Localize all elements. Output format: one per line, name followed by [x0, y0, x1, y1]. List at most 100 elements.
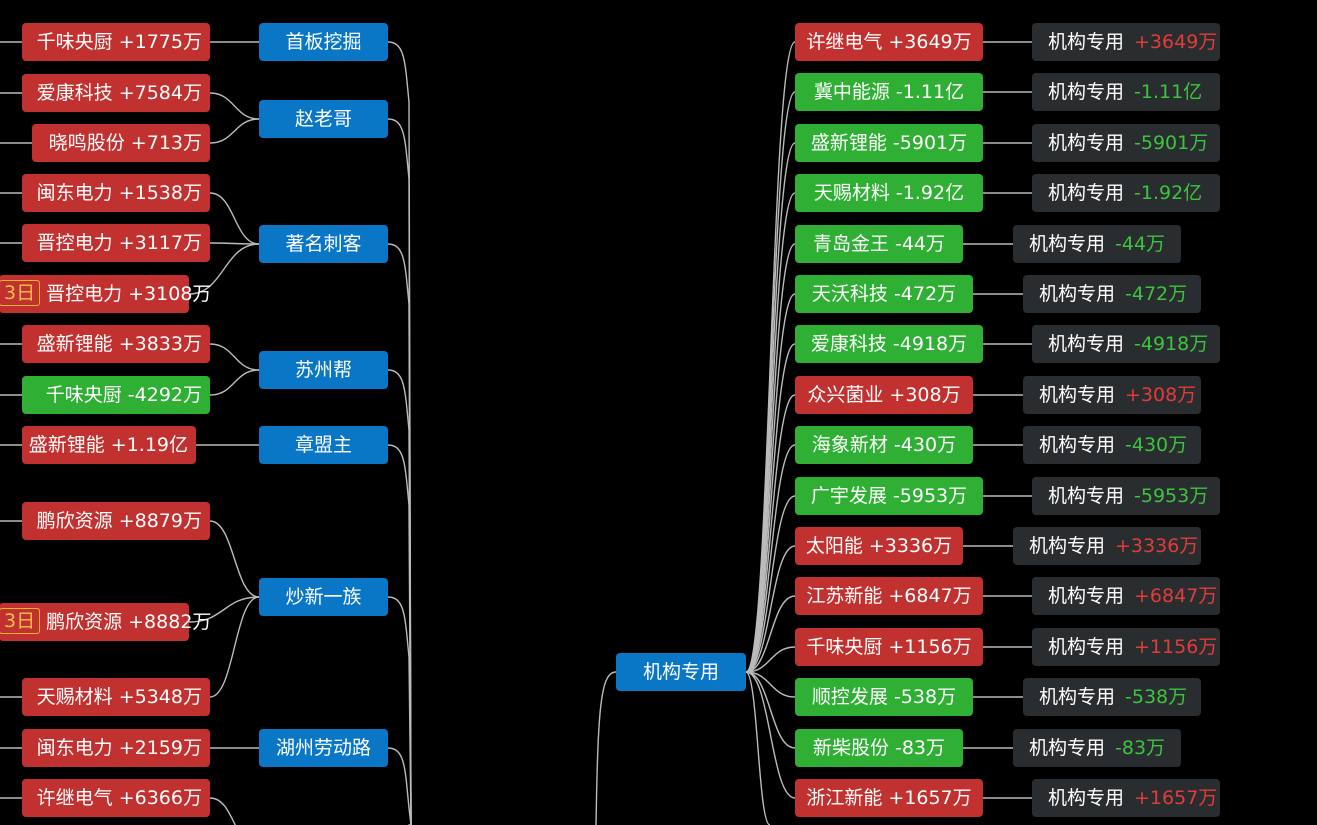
- stock-node[interactable]: 海象新材 -430万: [795, 426, 973, 464]
- stock-node[interactable]: 爱康科技 -4918万: [795, 325, 983, 363]
- seat-amount: -472万: [1125, 283, 1188, 305]
- group-seat-node[interactable]: 章盟主: [259, 426, 388, 464]
- stock-node[interactable]: 浙江新能 +1657万: [795, 779, 983, 817]
- stock-leaf[interactable]: 闽东电力 +1538万: [22, 174, 210, 212]
- stock-leaf-label: 千味央厨 +1775万: [36, 31, 202, 53]
- seat-bus-link: [387, 243, 412, 825]
- stock-node-label: 江苏新能 +6847万: [806, 585, 972, 607]
- seat-label-node[interactable]: 机构专用+308万: [1023, 376, 1201, 414]
- stock-node-label: 青岛金王 -44万: [812, 233, 946, 255]
- center-stock-link: [745, 343, 796, 673]
- stock-leaf[interactable]: 许继电气 +6366万: [22, 779, 210, 817]
- center-stock-link: [745, 444, 796, 673]
- stock-node[interactable]: 许继电气 +3649万: [795, 23, 983, 61]
- group-seat-node-label: 赵老哥: [294, 108, 352, 130]
- stock-leaf-label: 闽东电力 +2159万: [36, 737, 202, 759]
- seat-label-node[interactable]: 机构专用 -83万: [1013, 729, 1181, 767]
- seat-label-node[interactable]: 机构专用-538万: [1023, 678, 1201, 716]
- seat-label-node[interactable]: 机构专用+6847万: [1032, 577, 1220, 615]
- stock-node-label: 众兴菌业 +308万: [807, 384, 961, 406]
- stock-node[interactable]: 众兴菌业 +308万: [795, 376, 973, 414]
- leaf-seat-link: [209, 343, 260, 371]
- stock-leaf[interactable]: 闽东电力 +2159万: [22, 729, 210, 767]
- stock-node[interactable]: 顺控发展 -538万: [795, 678, 973, 716]
- seat-name: 机构专用: [1048, 81, 1125, 103]
- leaf-seat-link: [209, 596, 260, 698]
- stock-node[interactable]: 太阳能 +3336万: [795, 527, 963, 565]
- seat-name: 机构专用: [1048, 585, 1125, 607]
- center-stock-link: [745, 495, 796, 673]
- stock-node[interactable]: 天赐材料 -1.92亿: [795, 174, 983, 212]
- seat-label-node[interactable]: 机构专用-5901万: [1032, 124, 1220, 162]
- leaf-seat-link: [209, 797, 237, 825]
- center-stock-link: [745, 646, 796, 673]
- stock-leaf-label: 盛新锂能 +1.19亿: [28, 434, 188, 456]
- group-seat-node[interactable]: 著名刺客: [259, 225, 388, 263]
- stock-leaf[interactable]: 盛新锂能 +3833万: [22, 325, 210, 363]
- stock-leaf[interactable]: 晋控电力 +3117万: [22, 224, 210, 262]
- stock-node-label: 浙江新能 +1657万: [806, 787, 972, 809]
- stock-leaf[interactable]: 3日鹏欣资源 +8882万: [0, 603, 211, 641]
- stock-leaf[interactable]: 晓鸣股份 +713万: [32, 124, 210, 162]
- seat-name: 机构专用: [1048, 636, 1125, 658]
- group-seat-node[interactable]: 炒新一族: [259, 578, 388, 616]
- stock-node-label: 盛新锂能 -5901万: [810, 132, 968, 154]
- stock-leaf-label: 千味央厨 -4292万: [45, 384, 202, 406]
- stock-node[interactable]: 广宇发展 -5953万: [795, 477, 983, 515]
- stock-node[interactable]: 青岛金王 -44万: [795, 225, 963, 263]
- group-seat-node-label: 章盟主: [294, 434, 352, 456]
- seat-amount: -5901万: [1134, 132, 1209, 154]
- center-parent-link: [595, 671, 617, 825]
- stock-leaf[interactable]: 爱康科技 +7584万: [22, 74, 210, 112]
- stock-node[interactable]: 千味央厨 +1156万: [795, 628, 983, 666]
- center-seat-node[interactable]: 机构专用: [616, 653, 746, 691]
- group-seat-node[interactable]: 赵老哥: [259, 100, 388, 138]
- center-stock-link: [745, 671, 796, 799]
- seat-bus-link: [387, 596, 412, 825]
- seat-amount: -83万: [1115, 737, 1166, 759]
- leaf-seat-link: [188, 243, 260, 295]
- stock-leaf-label: 盛新锂能 +3833万: [36, 333, 202, 355]
- stock-leaf[interactable]: 天赐材料 +5348万: [22, 678, 210, 716]
- center-stock-link: [745, 671, 771, 825]
- seat-name: 机构专用: [1039, 686, 1116, 708]
- seat-label-node[interactable]: 机构专用+3649万: [1032, 23, 1220, 61]
- seat-label-node[interactable]: 机构专用-1.92亿: [1032, 174, 1220, 212]
- group-seat-node[interactable]: 苏州帮: [259, 351, 388, 389]
- seat-name: 机构专用: [1039, 384, 1116, 406]
- seat-amount: +3649万: [1134, 31, 1218, 53]
- leaf-seat-link: [209, 369, 260, 396]
- leaf-seat-link: [209, 192, 260, 245]
- stock-leaf[interactable]: 盛新锂能 +1.19亿: [22, 426, 196, 464]
- stock-node[interactable]: 天沃科技 -472万: [795, 275, 973, 313]
- stock-node-label: 冀中能源 -1.11亿: [813, 81, 965, 103]
- seat-label-node[interactable]: 机构专用-5953万: [1032, 477, 1220, 515]
- stock-leaf[interactable]: 千味央厨 -4292万: [22, 376, 210, 414]
- center-stock-link: [745, 671, 796, 698]
- group-seat-node[interactable]: 湖州劳动路: [259, 729, 388, 767]
- seat-label-node[interactable]: 机构专用 -1.11亿: [1032, 73, 1220, 111]
- seat-label-node[interactable]: 机构专用-44万: [1013, 225, 1181, 263]
- center-stock-link: [745, 142, 796, 673]
- group-seat-node-label: 著名刺客: [285, 233, 362, 255]
- stock-leaf[interactable]: 3日晋控电力 +3108万: [0, 275, 211, 313]
- seat-amount: -430万: [1125, 434, 1188, 456]
- stock-node[interactable]: 新柴股份 -83万: [795, 729, 963, 767]
- leaf-seat-link: [209, 242, 260, 245]
- stock-node[interactable]: 江苏新能 +6847万: [795, 577, 983, 615]
- seat-label-node[interactable]: 机构专用-472万: [1023, 275, 1201, 313]
- seat-label-node[interactable]: 机构专用+3336万: [1013, 527, 1201, 565]
- center-seat-node-label: 机构专用: [642, 661, 719, 683]
- seat-label-node[interactable]: 机构专用-430万: [1023, 426, 1201, 464]
- seat-label-node[interactable]: 机构专用+1657万: [1032, 779, 1220, 817]
- seat-label-node[interactable]: 机构专用+1156万: [1032, 628, 1220, 666]
- stock-leaf[interactable]: 千味央厨 +1775万: [22, 23, 210, 61]
- seat-amount: -1.11亿: [1134, 81, 1203, 103]
- stock-node[interactable]: 冀中能源 -1.11亿: [795, 73, 983, 111]
- seat-name: 机构专用: [1029, 737, 1106, 759]
- group-seat-node[interactable]: 首板挖掘: [259, 23, 388, 61]
- stock-node[interactable]: 盛新锂能 -5901万: [795, 124, 983, 162]
- seat-label-node[interactable]: 机构专用-4918万: [1032, 325, 1220, 363]
- stock-leaf[interactable]: 鹏欣资源 +8879万: [22, 502, 210, 540]
